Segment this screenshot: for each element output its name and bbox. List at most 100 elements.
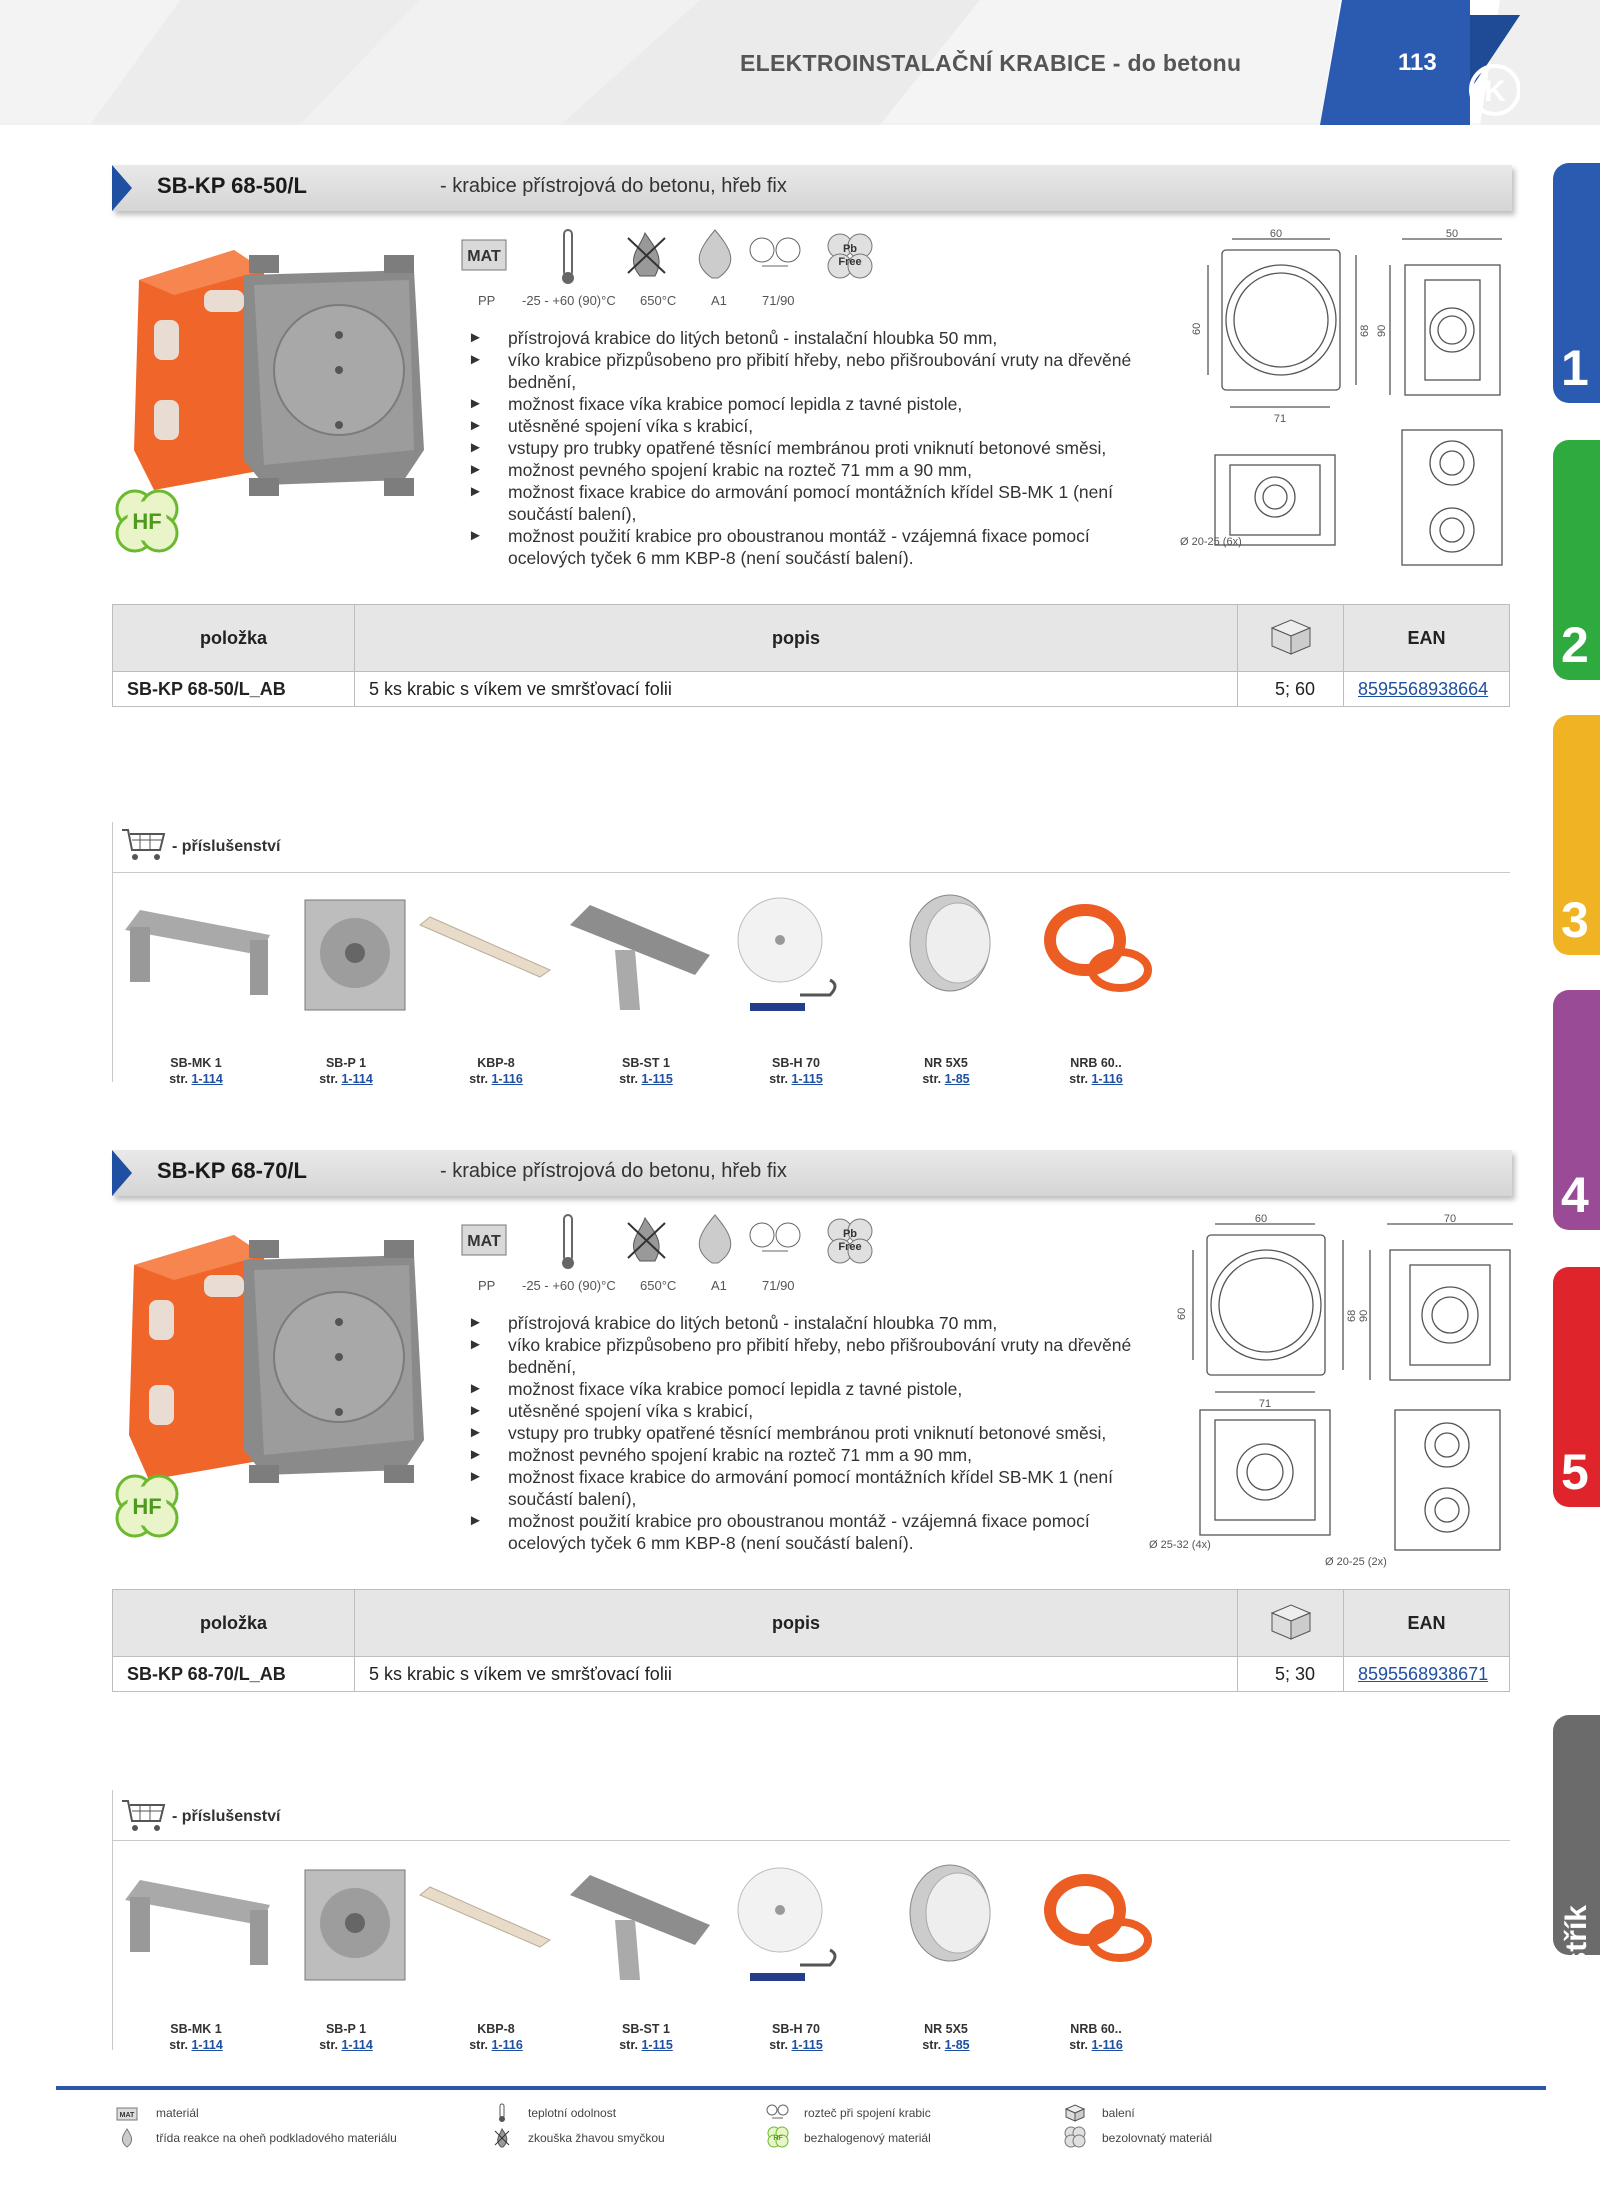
icon-label-material: PP	[478, 293, 496, 308]
legend-fire-class: třída reakce na oheň podkladového materi…	[156, 2131, 397, 2145]
table-header-row: položka popis EAN	[112, 1589, 1510, 1657]
svg-text:Free: Free	[838, 1241, 861, 1253]
svg-text:90: 90	[1376, 325, 1388, 337]
tab-chapter-2[interactable]: 2	[1553, 440, 1600, 680]
hf-icon: HF	[767, 2126, 789, 2148]
sb-h-70-image	[737, 897, 837, 1011]
svg-text:Pb: Pb	[843, 1228, 857, 1240]
column-header-ean: EAN	[1343, 604, 1510, 672]
icon-label-glow-wire: 650°C	[640, 293, 677, 308]
icon-label-pitch: 71/90	[762, 293, 795, 308]
legend-temperature: teplotní odolnost	[528, 2106, 617, 2120]
tab-chapter-3[interactable]: 3	[1553, 715, 1600, 955]
svg-text:K: K	[1484, 75, 1506, 108]
tab-chapter-5[interactable]: 5	[1553, 1267, 1600, 1507]
tab-index-label: rejstřík	[1560, 1905, 1593, 2006]
cell-item: SB-KP 68-70/L_AB	[112, 1656, 355, 1692]
icon-label-temperature: -25 - +60 (90)°C	[522, 293, 616, 308]
svg-text:Ø 20-25 (6x): Ø 20-25 (6x)	[1180, 536, 1242, 548]
tab-label: 2	[1561, 617, 1589, 673]
cell-description: 5 ks krabic s víkem ve smršťovací folii	[354, 671, 1238, 707]
icon-label-fire-class: A1	[711, 293, 727, 308]
column-header-item: položka	[112, 604, 355, 672]
ean-link[interactable]: 8595568938664	[1343, 671, 1510, 707]
thermometer-icon	[562, 1214, 574, 1269]
legend-pitch: rozteč při spojení krabic	[804, 2106, 931, 2120]
tab-chapter-4[interactable]: 4	[1553, 990, 1600, 1230]
svg-text:60: 60	[1255, 1213, 1267, 1225]
svg-text:60: 60	[1176, 1308, 1188, 1320]
svg-text:50: 50	[1446, 228, 1458, 240]
list-item: ►možnost pevného spojení krabic na rozte…	[468, 1445, 972, 1465]
accessories-2-divider	[112, 1790, 113, 2050]
list-item: ►utěsněné spojení víka s krabicí,	[468, 416, 754, 436]
product-2-code: SB-KP 68-70/L	[157, 1158, 307, 1183]
pitch-icon	[749, 237, 801, 267]
flame-icon	[121, 2128, 133, 2148]
list-item: ►přístrojová krabice do litých betonů - …	[468, 1313, 998, 1333]
legend-packaging: balení	[1102, 2106, 1135, 2120]
cart-icon	[122, 1800, 166, 1831]
product-2-features: ►přístrojová krabice do litých betonů - …	[468, 1312, 1168, 1554]
product-1-code: SB-KP 68-50/L	[157, 173, 307, 198]
page-header-title: ELEKTROINSTALAČNÍ KRABICE - do betonu	[740, 50, 1242, 76]
column-header-description: popis	[354, 1589, 1238, 1657]
table-row: SB-KP 68-50/L_AB 5 ks krabic s víkem ve …	[112, 671, 1510, 707]
box-icon	[1270, 1603, 1311, 1640]
kbp-8-image	[419, 916, 552, 978]
sb-mk-1-image	[125, 1880, 270, 1965]
column-header-description: popis	[354, 604, 1238, 672]
tab-label: 3	[1561, 892, 1589, 948]
glow-wire-icon	[627, 231, 666, 277]
sb-mk-1-image	[125, 910, 270, 995]
cell-item: SB-KP 68-50/L_AB	[112, 671, 355, 707]
svg-text:Ø 25-32 (4x): Ø 25-32 (4x)	[1149, 1539, 1211, 1551]
product-1-arrow-icon	[112, 165, 132, 211]
list-item: ►možnost fixace krabice do armování pomo…	[468, 1467, 1113, 1509]
flame-icon	[698, 229, 732, 279]
svg-text:HF: HF	[773, 2135, 783, 2142]
tab-index[interactable]: rejstřík	[1553, 1715, 1600, 2005]
product-2-table: položka popis EAN SB-KP 68-70/L_AB 5 ks …	[112, 1589, 1510, 1692]
page-number: 113	[1398, 49, 1437, 76]
ean-link[interactable]: 8595568938671	[1343, 1656, 1510, 1692]
list-item: ►víko krabice přizpůsobeno pro přibití h…	[468, 1335, 1132, 1377]
tab-label: 5	[1561, 1444, 1589, 1500]
svg-text:MAT: MAT	[467, 1233, 501, 1250]
column-header-package	[1237, 604, 1344, 672]
accessories-2-images	[125, 1864, 1152, 1981]
flame-icon	[698, 1214, 732, 1264]
svg-text:90: 90	[1358, 1310, 1370, 1322]
accessories-1-title: - příslušenství	[172, 838, 281, 855]
list-item: ►utěsněné spojení víka s krabicí,	[468, 1401, 754, 1421]
box-icon	[1064, 2104, 1086, 2122]
legend-glow-wire: zkouška žhavou smyčkou	[528, 2131, 665, 2145]
cart-icon	[122, 829, 166, 860]
tab-chapter-1[interactable]: 1	[1553, 163, 1600, 403]
svg-text:HF: HF	[132, 509, 161, 534]
column-header-ean: EAN	[1343, 1589, 1510, 1657]
hf-icon: HF	[115, 1474, 179, 1538]
table-row: SB-KP 68-70/L_AB 5 ks krabic s víkem ve …	[112, 1656, 1510, 1692]
nr-5x5-image	[909, 1864, 991, 1962]
list-item: ►možnost pevného spojení krabic na rozte…	[468, 460, 972, 480]
accessory-item[interactable]: NRB 60..str. 1-116	[1069, 2022, 1123, 2052]
list-item: ►možnost fixace krabice do armování pomo…	[468, 482, 1113, 524]
cell-package: 5; 30	[1237, 1656, 1344, 1692]
accessory-item[interactable]: NRB 60..str. 1-116	[1069, 1056, 1123, 1086]
accessories-1-line	[112, 872, 1510, 873]
product-1-title-bar	[112, 165, 1512, 211]
